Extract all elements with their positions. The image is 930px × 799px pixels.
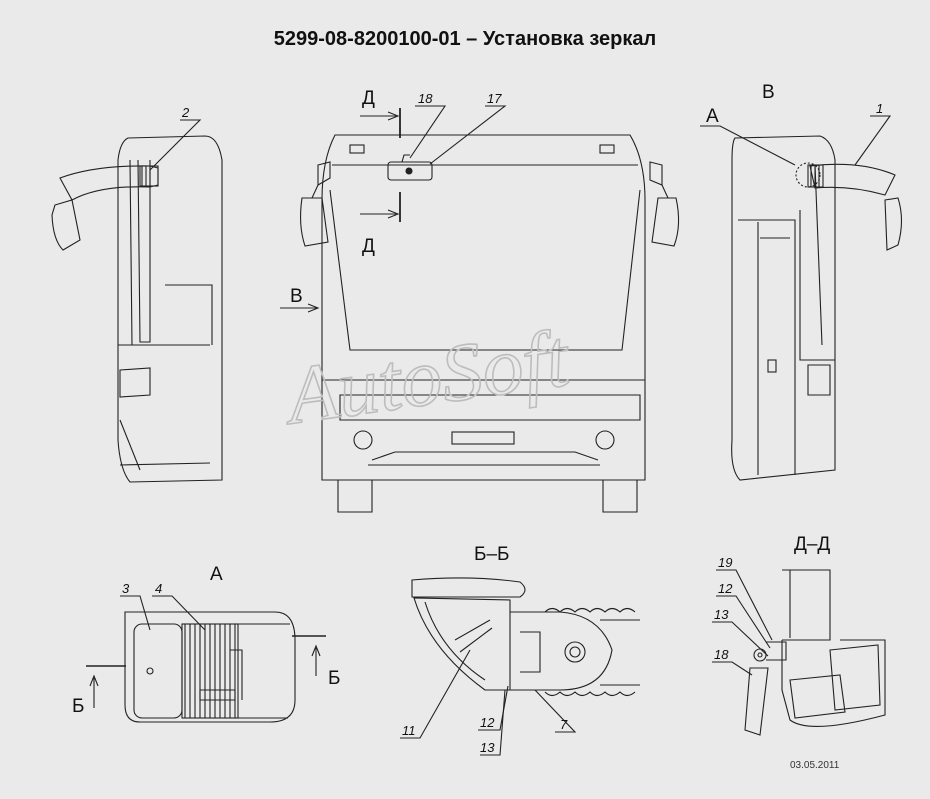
callout-dd-13: 13 (714, 607, 729, 622)
date-stamp: 03.05.2011 (790, 760, 840, 771)
section-dd (744, 569, 886, 736)
view-label-v: В (762, 82, 775, 103)
callout-12: 12 (480, 715, 495, 730)
callout-dd-18: 18 (714, 647, 729, 662)
cut-label-a: А (706, 106, 719, 127)
callout-18: 18 (418, 91, 433, 106)
cut-label-b-right: Б (328, 668, 340, 689)
callout-13: 13 (480, 740, 495, 755)
section-bb (411, 577, 640, 697)
interior-mirror (387, 161, 433, 181)
mirror-arm (809, 163, 896, 196)
view-label-dd: Д–Д (794, 534, 830, 555)
callout-11: 11 (402, 723, 416, 738)
detail-a (86, 611, 326, 723)
callout-dd-12: 12 (718, 581, 733, 596)
view-label-a: А (210, 564, 223, 585)
callout-7: 7 (560, 717, 568, 732)
mirror-head (884, 197, 903, 251)
right-side-view (731, 135, 903, 481)
callout-2: 2 (181, 105, 190, 120)
cut-label-b-left: Б (72, 696, 84, 717)
mirror-head (51, 199, 81, 251)
callout-4: 4 (155, 581, 162, 596)
front-view (299, 134, 680, 513)
cut-lines (120, 105, 892, 756)
view-label-bb: Б–Б (474, 544, 510, 565)
callout-17: 17 (487, 91, 502, 106)
callout-1: 1 (876, 101, 883, 116)
page-title: 5299-08-8200100-01 – Установка зеркал (273, 28, 657, 50)
cut-label-v: В (290, 286, 303, 307)
callout-dd-19: 19 (718, 555, 732, 570)
cut-label-d-top: Д (362, 88, 375, 109)
left-side-view (51, 135, 223, 483)
callout-3: 3 (122, 581, 130, 596)
cut-label-d-bottom: Д (362, 236, 375, 257)
mirror-arm (59, 165, 159, 201)
